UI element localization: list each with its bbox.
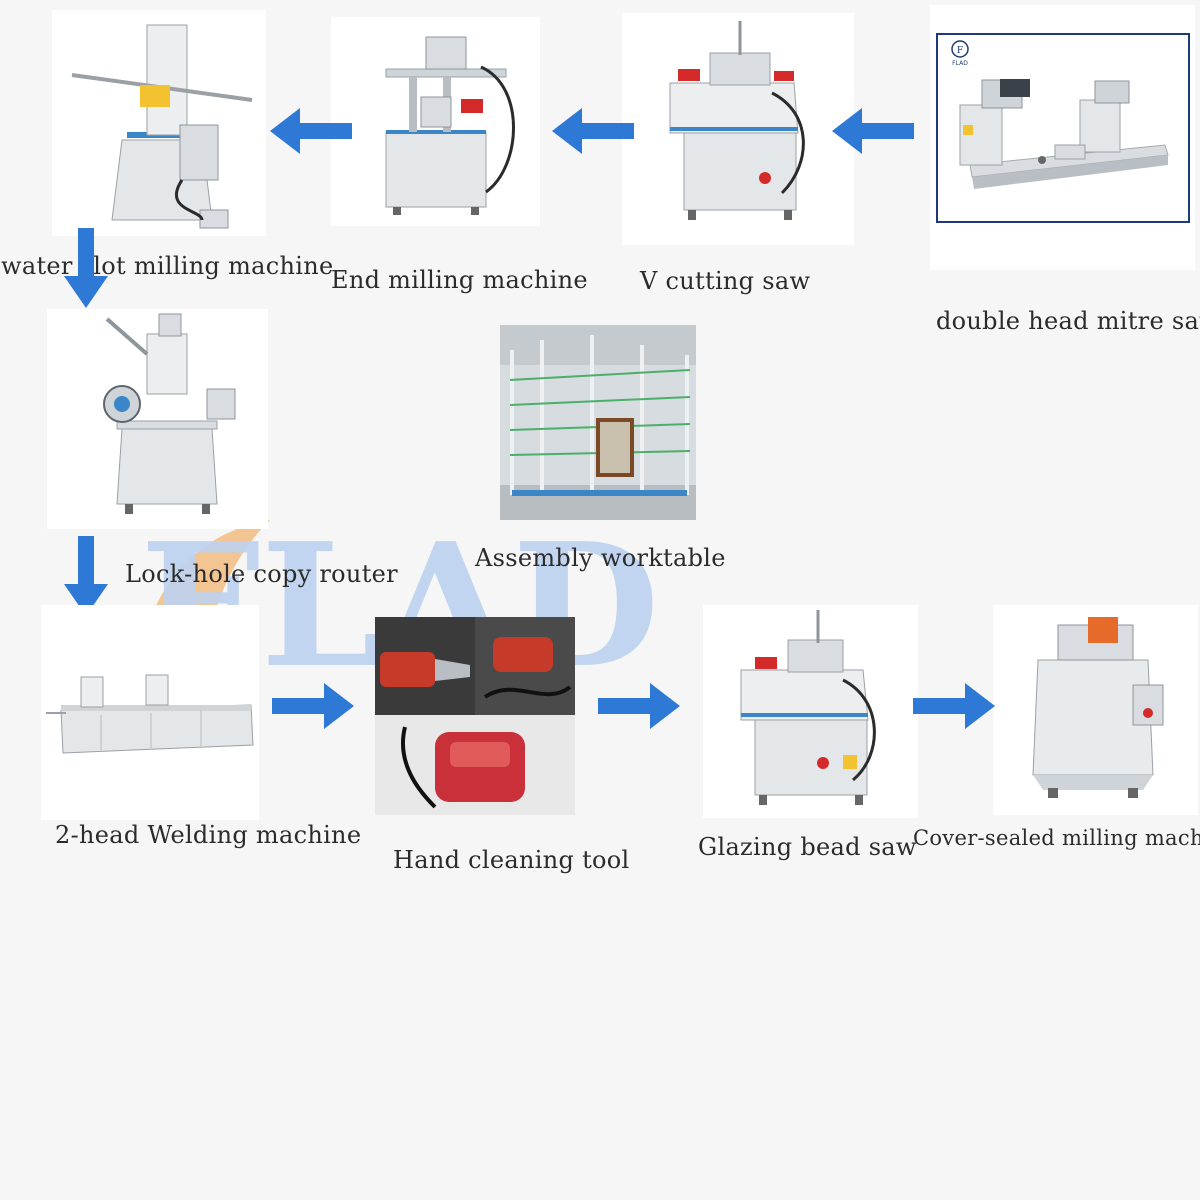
v-cutting-saw-label: V cutting saw [640, 267, 811, 295]
glazing-bead-saw-image [703, 605, 918, 818]
welding-machine-label: 2-head Welding machine [55, 821, 362, 849]
arrow-right-icon [598, 683, 680, 729]
cover-sealed-milling-machine-image [993, 605, 1198, 815]
svg-text:F: F [957, 46, 963, 56]
hand-cleaning-tool-image [375, 617, 575, 815]
arrow-down-icon [64, 536, 108, 616]
lock-hole-copy-router-label: Lock-hole copy router [125, 560, 398, 588]
glazing-bead-saw-label: Glazing bead saw [698, 833, 917, 861]
double-head-mitre-saw-image: F FLAD [930, 5, 1195, 270]
hand-cleaning-tool-label: Hand cleaning tool [393, 846, 630, 874]
end-milling-machine-image [331, 17, 540, 226]
arrow-right-icon [272, 683, 354, 729]
end-milling-machine-label: End milling machine [331, 266, 588, 294]
arrow-down-icon [64, 228, 108, 308]
arrow-left-icon [832, 108, 914, 154]
welding-machine-image [41, 605, 259, 820]
arrow-left-icon [270, 108, 352, 154]
arrow-right-icon [913, 683, 995, 729]
assembly-worktable-image [500, 325, 696, 520]
v-cutting-saw-image [622, 13, 854, 245]
water-slot-milling-machine-image [52, 10, 266, 236]
double-head-mitre-saw-label: double head mitre saw [936, 307, 1200, 335]
assembly-worktable-label: Assembly worktable [475, 544, 726, 572]
water-slot-milling-machine-label: water slot milling machine [1, 252, 334, 280]
mitre-saw-brand: FLAD [952, 60, 968, 67]
lock-hole-copy-router-image [47, 309, 268, 529]
cover-sealed-milling-machine-label: Cover-sealed milling machine [913, 826, 1200, 850]
arrow-left-icon [552, 108, 634, 154]
